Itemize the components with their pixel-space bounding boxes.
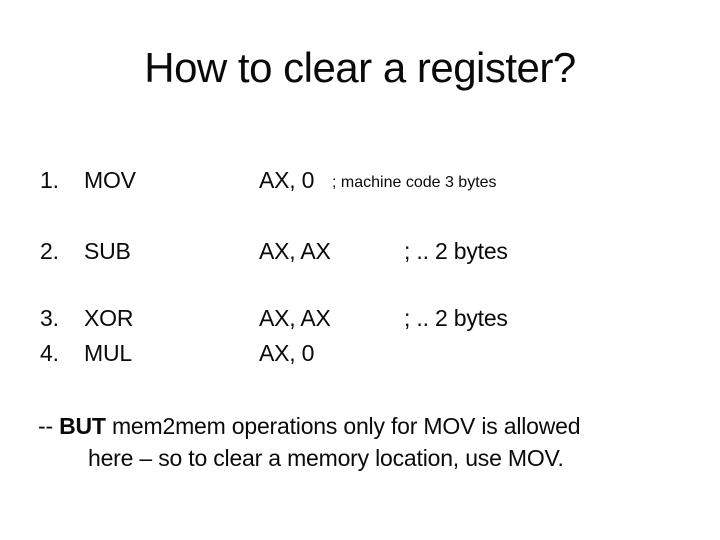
instruction-number: 3. [40, 305, 59, 331]
instruction-row: 4. MUL AX, 0 [0, 340, 720, 370]
instruction-row: 1. MOV AX, 0 ; machine code 3 bytes [0, 167, 720, 197]
instruction-operands: AX, 0 [259, 340, 315, 366]
note-rest: mem2mem operations only for MOV is allow… [105, 413, 581, 439]
instruction-operands: AX, 0 [259, 167, 315, 193]
instruction-number: 1. [40, 167, 59, 193]
instruction-number: 2. [40, 238, 59, 264]
instruction-mnemonic: XOR [84, 305, 134, 331]
instruction-comment: ; machine code 3 bytes [332, 174, 497, 191]
instruction-number: 4. [40, 340, 59, 366]
instruction-mnemonic: SUB [84, 238, 131, 264]
instruction-comment: ; .. 2 bytes [404, 305, 508, 331]
instruction-row: 2. SUB AX, AX ; .. 2 bytes [0, 238, 720, 268]
instruction-operands: AX, AX [259, 305, 331, 331]
slide-title: How to clear a register? [144, 44, 576, 91]
note-line-1: -- BUT mem2mem operations only for MOV i… [38, 413, 581, 440]
instruction-comment: ; .. 2 bytes [404, 238, 508, 264]
instruction-row: 3. XOR AX, AX ; .. 2 bytes [0, 305, 720, 335]
instruction-mnemonic: MUL [84, 340, 132, 366]
note-emphasis: BUT [59, 413, 106, 439]
note-line-2: here – so to clear a memory location, us… [88, 445, 564, 471]
note-prefix: -- [38, 413, 60, 439]
instruction-mnemonic: MOV [84, 167, 136, 193]
instruction-operands: AX, AX [259, 238, 331, 264]
